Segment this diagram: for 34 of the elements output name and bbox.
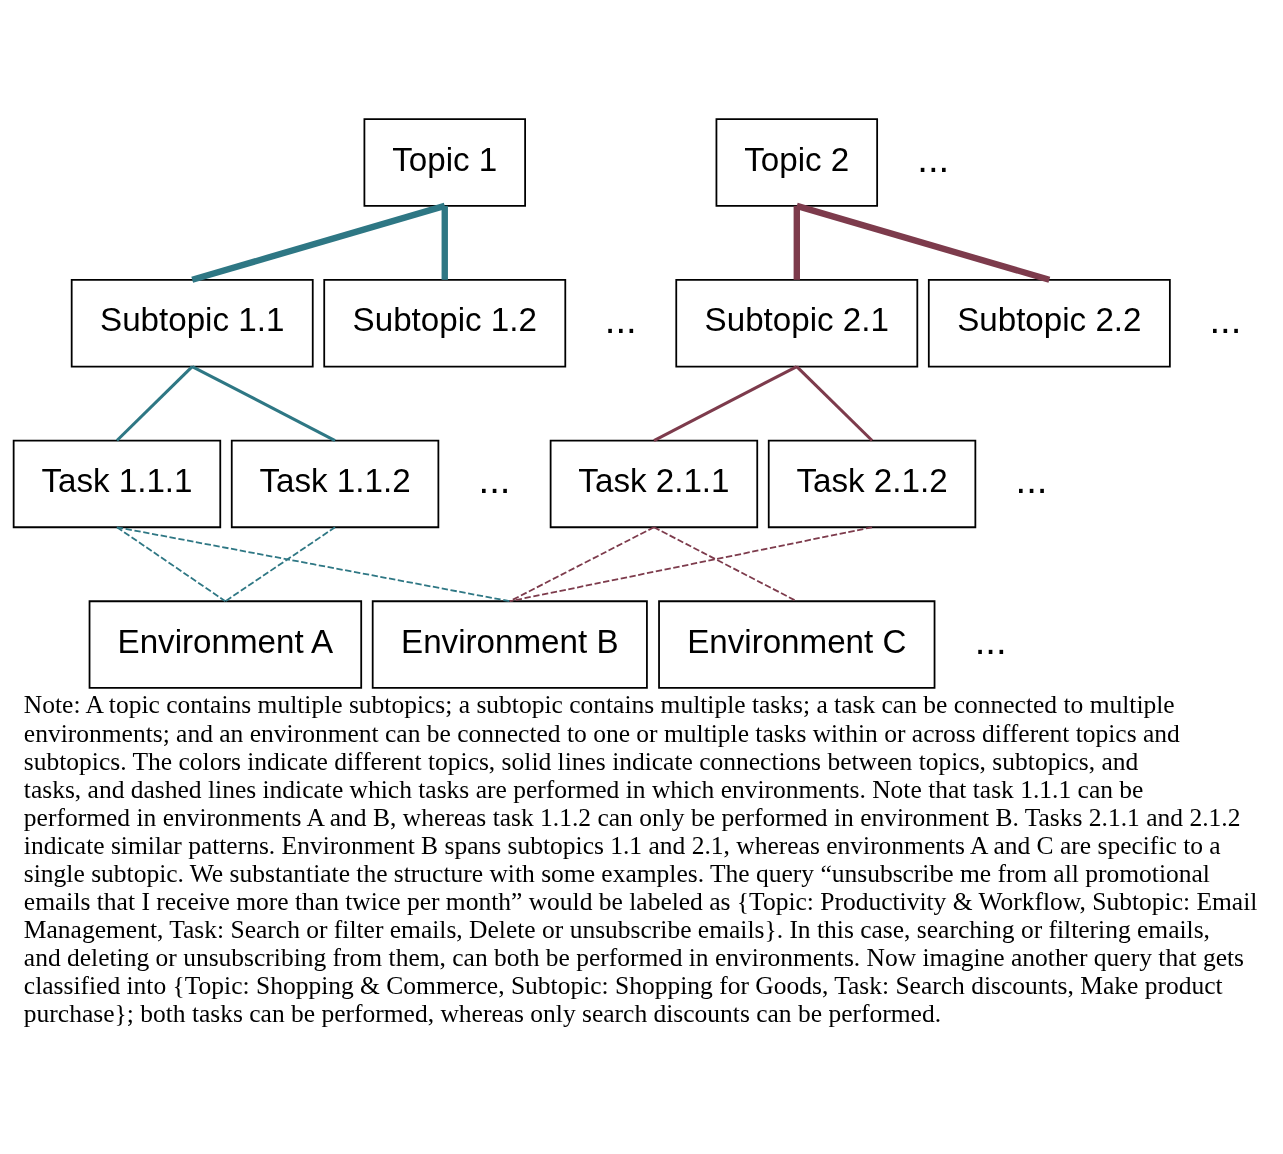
connector: [795, 202, 1051, 283]
caption: Note: A topic contains multiple subtopics; a subtopic contains multiple tasks; a task can be connected to multiple environments; and an environment can be connected to one or multiple tasks within or across different topics and subtopics. The colors indicate different topics, solid lines indicate connections between topics, subtopics, and tasks, and dashed lines indicate which tasks are performed in which environments. Note that task 1.1.1 can be performed in environments A and B, whereas task 1.1.2 can only be performed in environment B. Tasks 2.1.1 and 2.1.2 indicate similar patterns. Environment B spans subtopics 1.1 and 2.1, whereas environments A and C are specific to a single subtopic. We substantiate the structure with some examples. The query “unsubscribe me from all promotional emails that I receive more than twice per month” would be labeled as {Topic: Productivity & Workflow, Subtopic: Email Management, Task: Search or filter emails, Delete or unsubscribe emails}. In this case, searching or filtering emails, and deleting or unsubscribing from them, can both be performed in environments. Now imagine another query that gets classified into {Topic: Shopping & Commerce, Subtopic: Shopping for Goods, Task: Search discounts, Make product purchase}; both tasks can be performed, whereas only search discounts can be performed.: [23, 690, 1258, 1029]
label: ...: [1209, 297, 1242, 341]
label: ...: [478, 458, 511, 502]
node-box: Task 1.1.1: [12, 439, 222, 529]
connector: [508, 526, 655, 603]
label: ...: [917, 137, 950, 181]
connector: [191, 365, 336, 442]
node-box: Task 2.1.2: [767, 439, 977, 529]
label: ...: [974, 619, 1007, 663]
node-box: Subtopic 1.2: [323, 278, 567, 368]
node-box: Subtopic 2.1: [675, 278, 919, 368]
connector: [224, 526, 336, 603]
connector: [441, 205, 448, 280]
node-box: Task 2.1.1: [549, 439, 759, 529]
node-box: Environment A: [88, 600, 363, 689]
node-box: Subtopic 2.2: [927, 278, 1171, 368]
connector: [653, 526, 798, 603]
node-box: Topic 2: [715, 118, 879, 207]
connector: [116, 526, 511, 603]
connector: [793, 205, 800, 280]
connector: [653, 365, 798, 442]
node-box: Topic 1: [363, 118, 526, 207]
node-box: Environment B: [371, 600, 648, 689]
node-box: Task 1.1.2: [230, 439, 440, 529]
connector: [795, 365, 874, 442]
label: ...: [604, 297, 637, 341]
connector: [191, 202, 446, 283]
node-box: Environment C: [658, 600, 936, 689]
connector: [115, 365, 194, 442]
connector: [116, 526, 227, 603]
connector: [508, 526, 873, 603]
label: ...: [1015, 458, 1048, 502]
node-box: Subtopic 1.1: [70, 278, 314, 368]
